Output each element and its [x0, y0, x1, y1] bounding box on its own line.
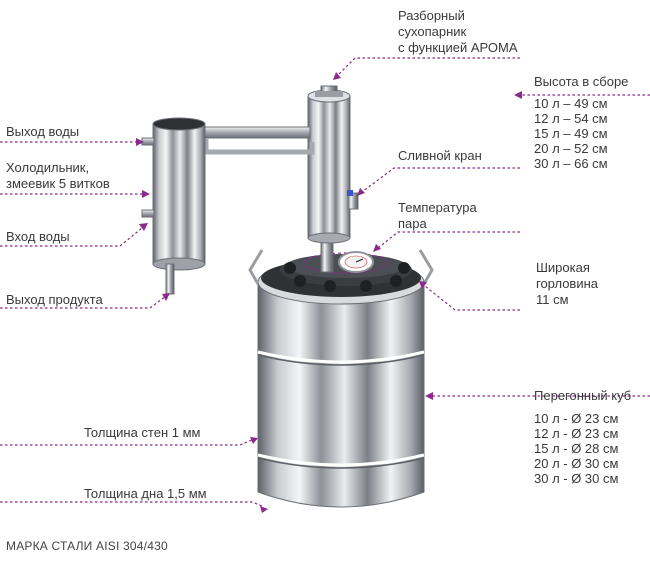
still-cube-item: 15 л - Ø 28 см — [534, 441, 619, 456]
leader-dry-steamer — [336, 57, 520, 77]
dry-steamer-column — [307, 85, 359, 273]
still-cube-list: 10 л - Ø 23 см 12 л - Ø 23 см 15 л - Ø 2… — [534, 411, 618, 486]
label-water-in: Вход воды — [6, 229, 70, 244]
label-steam-temp: Температура пара — [398, 200, 477, 232]
label-wide-neck-line1: Широкая — [536, 260, 590, 275]
leader-arrowheads — [136, 72, 522, 513]
label-dry-steamer-line3: с функцией АРОМА — [398, 40, 518, 55]
label-wide-neck: Широкая горловина 11 см — [536, 260, 598, 308]
still-cube-item: 10 л - Ø 23 см — [534, 411, 619, 426]
leader-product-out — [0, 295, 167, 309]
leader-drain-tap — [361, 167, 520, 193]
assembly-height-item: 12 л – 54 см — [534, 111, 608, 126]
still-cube-item: 12 л - Ø 23 см — [534, 426, 619, 441]
leader-steam-temp — [377, 231, 520, 249]
still-cube-item: 20 л - Ø 30 см — [534, 456, 619, 471]
leader-bottom — [0, 501, 263, 507]
label-water-out: Выход воды — [6, 124, 80, 139]
label-wall-thickness: Толщина стен 1 мм — [84, 425, 201, 440]
leader-wide-neck — [424, 285, 520, 311]
label-wide-neck-line3: 11 см — [536, 292, 569, 307]
assembly-height-item: 20 л – 52 см — [534, 141, 608, 156]
steam-thermometer — [338, 251, 374, 273]
label-cooler-line1: Холодильник, — [6, 160, 90, 175]
still-cube — [248, 249, 434, 508]
label-steam-temp-line2: пара — [398, 216, 427, 231]
cooler-coil — [141, 117, 206, 295]
assembly-height-item: 15 л – 49 см — [534, 126, 608, 141]
label-cooler-line2: змеевик 5 витков — [6, 176, 110, 191]
assembly-height-item: 10 л – 49 см — [534, 96, 608, 111]
label-bottom-thickness: Толщина дна 1,5 мм — [84, 486, 207, 501]
label-dry-steamer: Разборный сухопарник с функцией АРОМА — [398, 8, 518, 56]
leader-lines — [0, 57, 650, 507]
connecting-tube — [199, 126, 315, 155]
still-cube-item: 30 л - Ø 30 см — [534, 471, 619, 486]
label-drain-tap: Сливной кран — [398, 148, 482, 163]
label-cooler: Холодильник, змеевик 5 витков — [6, 160, 110, 192]
label-wide-neck-line2: горловина — [536, 276, 599, 291]
assembly-height-item: 30 л – 66 см — [534, 156, 608, 171]
label-steam-temp-line1: Температура — [398, 200, 477, 215]
leader-water-in — [0, 227, 143, 247]
assembly-height-title: Высота в сборе — [534, 74, 629, 89]
label-dry-steamer-line1: Разборный — [398, 8, 465, 23]
label-dry-steamer-line2: сухопарник — [398, 24, 467, 39]
still-cube-title: Перегонный куб — [534, 388, 632, 403]
label-product-out: Выход продукта — [6, 292, 103, 307]
steel-grade-footer: МАРКА СТАЛИ AISI 304/430 — [6, 539, 168, 553]
assembly-height-list: 10 л – 49 см 12 л – 54 см 15 л – 49 см 2… — [534, 96, 608, 171]
leader-wall — [0, 439, 253, 446]
